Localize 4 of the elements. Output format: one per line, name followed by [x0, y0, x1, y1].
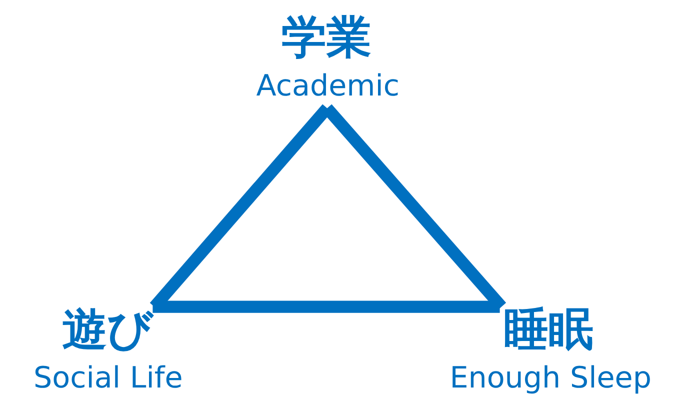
connector [152, 300, 500, 313]
node-text: 遊び Social Life [33, 302, 182, 394]
node-text: 睡眠 Enough Sleep [449, 302, 651, 394]
node-text: 学業 Academic [256, 10, 400, 102]
